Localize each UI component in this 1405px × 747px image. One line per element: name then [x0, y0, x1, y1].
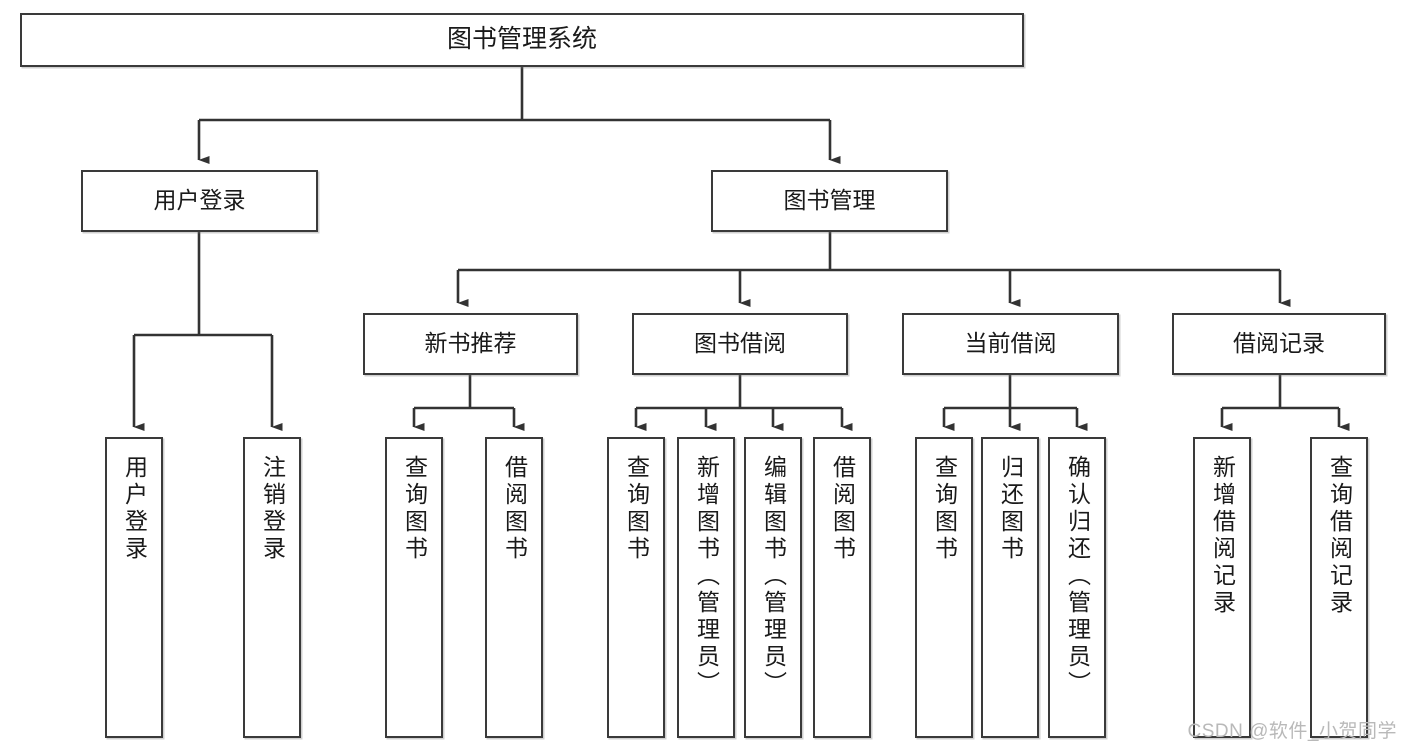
- leaf-borrow-book[interactable]: 借阅图书: [813, 437, 871, 738]
- leaf-query-book-current[interactable]: 查询图书: [915, 437, 973, 738]
- leaf-add-borrow-record[interactable]: 新增借阅记录: [1193, 437, 1251, 738]
- leaf-query-borrow-record[interactable]: 查询借阅记录: [1310, 437, 1368, 738]
- node-label: 借阅图书: [829, 455, 856, 563]
- leaf-confirm-return-admin[interactable]: 确认归还（管理员）: [1048, 437, 1106, 738]
- node-borrow-record[interactable]: 借阅记录: [1172, 313, 1386, 375]
- node-label: 归还图书: [997, 455, 1024, 563]
- node-label: 用户登录: [121, 455, 148, 563]
- leaf-edit-book-admin[interactable]: 编辑图书（管理员）: [744, 437, 802, 738]
- node-label: 查询图书: [623, 455, 650, 563]
- node-label: 查询图书: [931, 455, 958, 563]
- leaf-query-book-recommend[interactable]: 查询图书: [385, 437, 443, 738]
- node-label: 确认归还（管理员）: [1064, 455, 1091, 698]
- leaf-query-book-borrow[interactable]: 查询图书: [607, 437, 665, 738]
- leaf-add-book-admin[interactable]: 新增图书（管理员）: [677, 437, 735, 738]
- node-label: 图书管理: [783, 187, 876, 214]
- node-book-management[interactable]: 图书管理: [711, 170, 948, 232]
- leaf-return-book[interactable]: 归还图书: [981, 437, 1039, 738]
- node-label: 查询图书: [401, 455, 428, 563]
- leaf-borrow-book-recommend[interactable]: 借阅图书: [485, 437, 543, 738]
- node-new-book-recommend[interactable]: 新书推荐: [363, 313, 578, 375]
- node-user-login[interactable]: 用户登录: [81, 170, 318, 232]
- node-label: 图书借阅: [694, 330, 786, 357]
- node-label: 借阅记录: [1233, 330, 1325, 357]
- node-label: 用户登录: [153, 187, 246, 214]
- leaf-logout[interactable]: 注销登录: [243, 437, 301, 738]
- node-current-borrow[interactable]: 当前借阅: [902, 313, 1119, 375]
- node-label: 查询借阅记录: [1326, 455, 1353, 617]
- node-label: 当前借阅: [964, 330, 1057, 357]
- node-root-system[interactable]: 图书管理系统: [20, 13, 1024, 67]
- leaf-user-login[interactable]: 用户登录: [105, 437, 163, 738]
- node-label: 借阅图书: [501, 455, 528, 563]
- node-label: 编辑图书（管理员）: [760, 455, 787, 698]
- node-label: 新增借阅记录: [1209, 455, 1236, 617]
- node-label: 图书管理系统: [446, 25, 597, 54]
- watermark: CSDN @软件_小贺同学: [1187, 721, 1397, 742]
- node-book-borrow[interactable]: 图书借阅: [632, 313, 848, 375]
- node-label: 新增图书（管理员）: [693, 455, 720, 698]
- node-label: 新书推荐: [424, 330, 517, 357]
- node-label: 注销登录: [259, 455, 286, 563]
